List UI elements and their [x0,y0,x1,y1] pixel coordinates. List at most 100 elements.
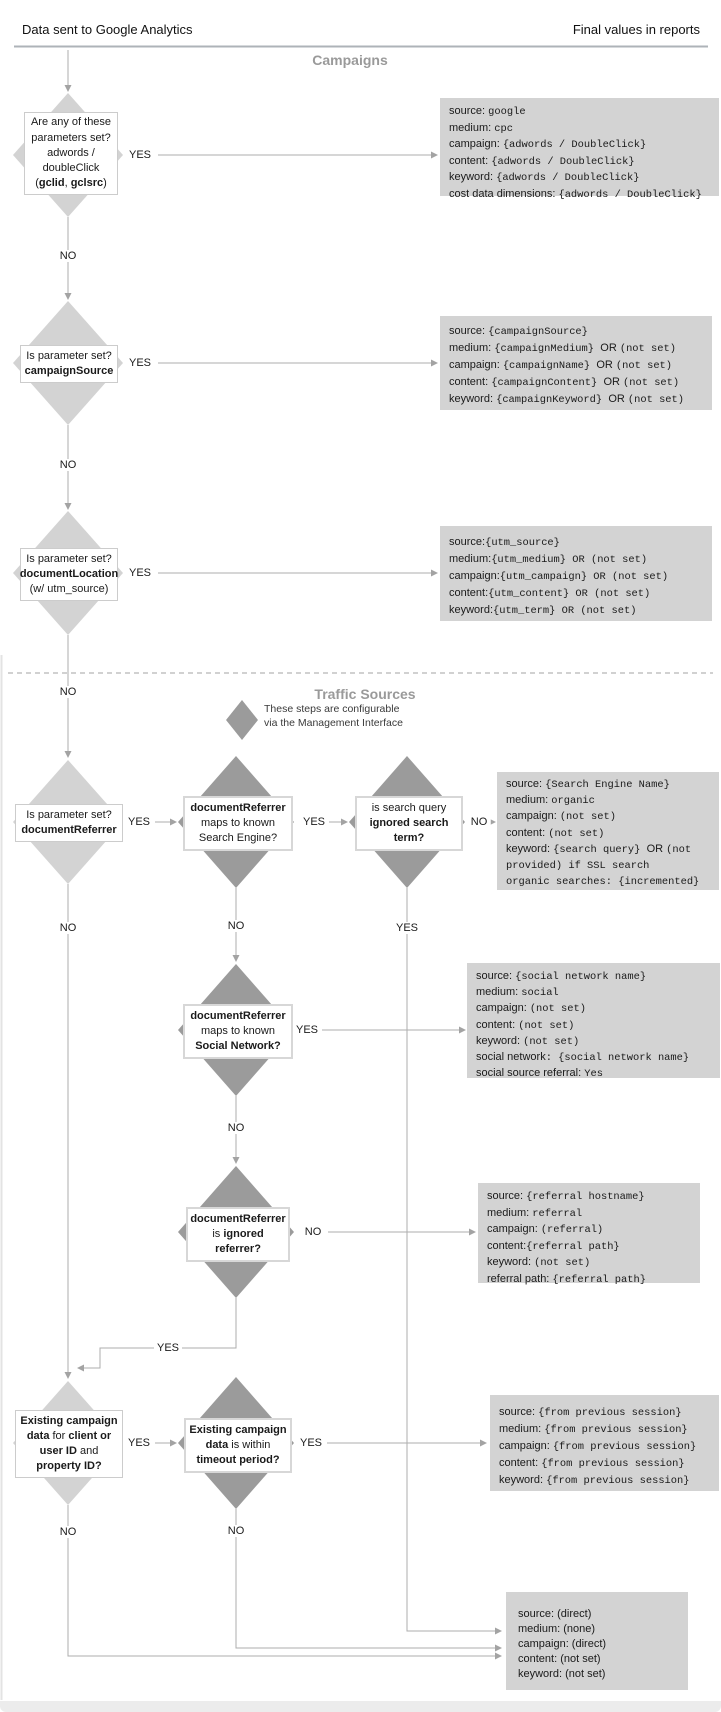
arrowhead [495,1644,502,1652]
arrowhead [77,1364,84,1372]
label-yes-search-engine: YES [299,816,329,828]
section-title-campaigns: Campaigns [312,52,388,68]
arrowhead [495,1627,502,1635]
text-line: keyword: {campaignKeyword} OR (not set) [449,393,685,406]
text-line: (gclid, gclsrc) [35,177,107,190]
text-line: property ID? [36,1460,102,1473]
text-line: source: google [449,105,526,118]
text-line: keyword: (not set) [476,1034,580,1048]
text-line: source: {campaignSource} [449,325,588,338]
text-line: medium: social [476,986,559,1000]
text-line: is ignored [212,1227,264,1240]
arrowhead [170,818,177,826]
text-line: campaign: {campaignName} OR (not set) [449,359,673,372]
text-line: timeout period? [196,1454,280,1467]
result-box-referral: source: {referral hostname}medium: refer… [478,1183,700,1286]
label-yes-ignored-referrer: YES [153,1342,183,1354]
text-line: maps to known [201,1024,275,1037]
text-line: content: (not set) [476,1018,575,1032]
label-yes-campaign-source: YES [125,357,155,369]
text-line: medium: {from previous session} [499,1423,688,1436]
arrowhead [232,1157,240,1164]
arrowhead [64,293,72,300]
text-line: ignored search [369,816,449,829]
wire-timeout-no [235,1509,496,1649]
diamond-label-document-referrer: Is parameter set?documentReferrer [15,804,123,842]
text-line: medium: {campaignMedium} OR (not set) [449,342,676,355]
result-box-previous-session: source: {from previous session} medium: {… [490,1395,719,1491]
text-line: source: {social network name} [476,970,647,983]
arrowhead [64,85,72,92]
text-line: Search Engine? [198,832,278,845]
text-line: referrer? [215,1243,261,1256]
text-line: keyword: {search query} OR (not [506,842,692,856]
section-title-traffic-sources: Traffic Sources [314,686,416,702]
text-line: campaign: (referral) [487,1223,604,1236]
label-no-social: NO [224,1122,248,1134]
arrowhead [431,151,438,159]
text-line: Social Network? [195,1040,281,1053]
arrowhead [232,955,240,962]
arrowhead [489,818,496,826]
text-line: Are any of these [30,116,112,129]
text-line: Is parameter set? [26,349,112,362]
label-no-document-location: NO [56,686,80,698]
text-line: campaignSource [24,365,114,377]
result-box-social: source: {social network name} medium: soc… [467,963,720,1080]
text-line: maps to known [201,816,275,829]
arrowhead [64,503,72,510]
result-box-organic: source: {Search Engine Name}medium: orga… [497,772,719,890]
text-line: documentReferrer [190,801,286,814]
arrowhead [469,1228,476,1236]
header-final-values: Final values in reports [572,22,700,37]
text-line: These steps are configurable [264,703,400,715]
text-line: content: {from previous session} [499,1457,685,1470]
text-line: content: (not set) [506,826,605,840]
text-line: source: (direct) [518,1608,592,1620]
text-line: content:{utm_content} OR (not set) [449,587,651,600]
label-yes-ignored-search: YES [392,922,422,934]
text-line: data for client or [26,1429,112,1442]
text-line: Existing campaign [20,1414,118,1427]
text-line: documentReferrer [21,824,117,836]
label-no-search-engine: NO [224,920,248,932]
text-line: source: {from previous session} [499,1406,682,1419]
text-line: source: {referral hostname} [487,1190,645,1203]
text-line: (w/ utm_source) [29,583,109,596]
label-no-adwords: NO [56,250,80,262]
arrowhead [431,569,438,577]
arrowhead [64,751,72,758]
arrowhead [170,1439,177,1447]
arrowhead [480,1439,487,1447]
text-line: doubleClick [42,162,100,175]
diamond-label-campaign-source: Is parameter set? campaignSource [20,345,118,383]
text-line: keyword: {adwords / DoubleClick} [449,171,640,184]
text-line: medium: (none) [518,1623,596,1635]
text-line: campaign: (direct) [518,1638,607,1650]
text-line: Existing campaign [189,1423,287,1436]
label-yes-document-referrer: YES [124,816,154,828]
text-line: provided) if SSL search [506,860,650,873]
arrowhead [64,1372,72,1379]
text-line: content: {campaignContent} OR (not set) [449,376,680,389]
diamond-label-document-location: Is parameter set?documentLocation(w/ utm… [20,548,118,601]
text-line: term? [393,832,425,845]
text-line: is search query [371,801,447,814]
text-line: cost data dimensions: {adwords / DoubleC… [449,187,702,201]
text-line: keyword: {from previous session} [499,1474,690,1487]
text-line: via the Management Interface [264,716,403,729]
legend-diamond-icon [226,700,258,740]
text-line: referral path: {referral path} [487,1272,646,1286]
label-no-existing-campaign: NO [56,1526,80,1538]
text-line: campaign: (not set) [506,810,616,824]
text-line: campaign: {adwords / DoubleClick} [449,138,647,151]
text-line: parameters set? [31,131,111,144]
text-line: source: {Search Engine Name} [506,778,670,791]
text-line: keyword: (not set) [518,1668,606,1680]
